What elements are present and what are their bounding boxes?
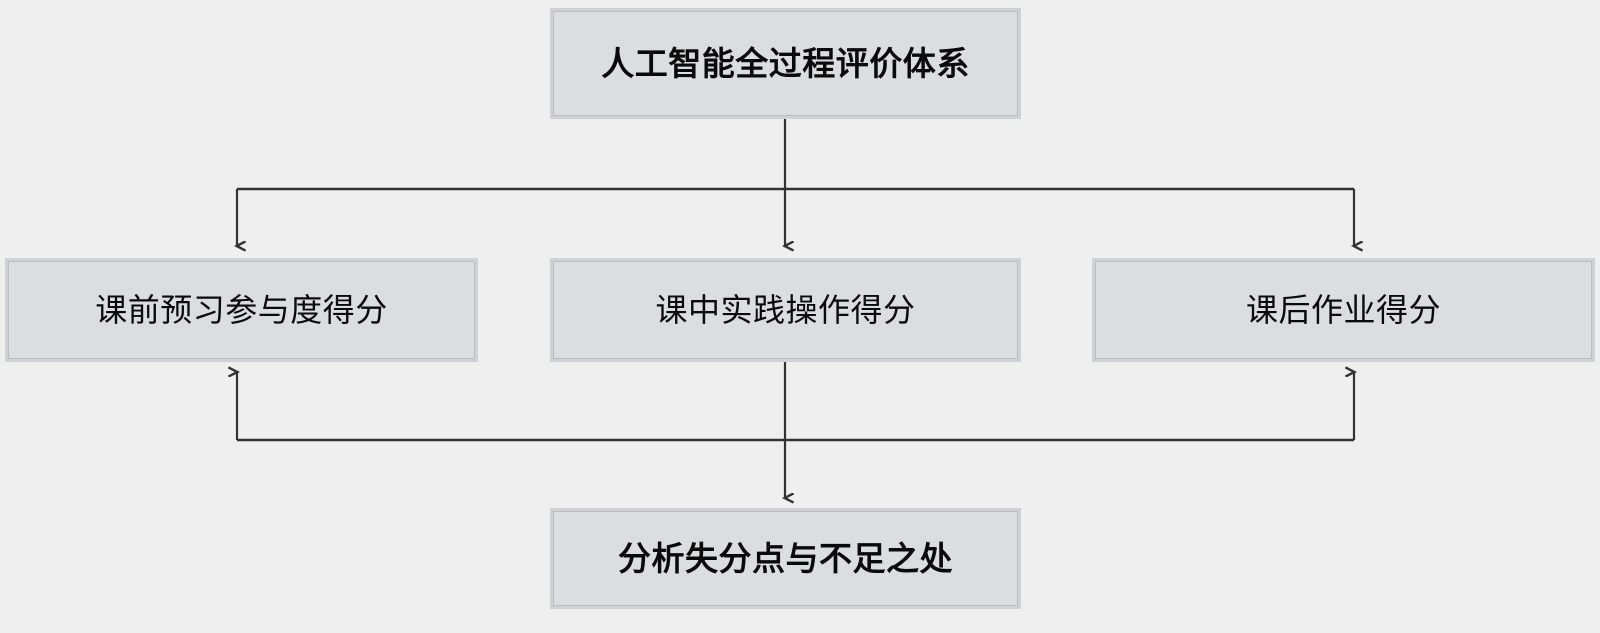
node-pre-class-score-label: 课前预习参与度得分 <box>95 291 388 328</box>
node-evaluation-system[interactable]: 人工智能全过程评价体系 <box>550 8 1021 119</box>
node-pre-class-score[interactable]: 课前预习参与度得分 <box>5 258 478 362</box>
node-post-class-score-label: 课后作业得分 <box>1245 291 1441 328</box>
node-in-class-score[interactable]: 课中实践操作得分 <box>550 258 1021 362</box>
node-analysis-outcome[interactable]: 分析失分点与不足之处 <box>550 508 1021 609</box>
node-analysis-outcome-label: 分析失分点与不足之处 <box>618 539 953 577</box>
node-evaluation-system-label: 人工智能全过程评价体系 <box>601 44 970 82</box>
node-in-class-score-label: 课中实践操作得分 <box>655 291 916 328</box>
node-post-class-score[interactable]: 课后作业得分 <box>1092 258 1595 362</box>
